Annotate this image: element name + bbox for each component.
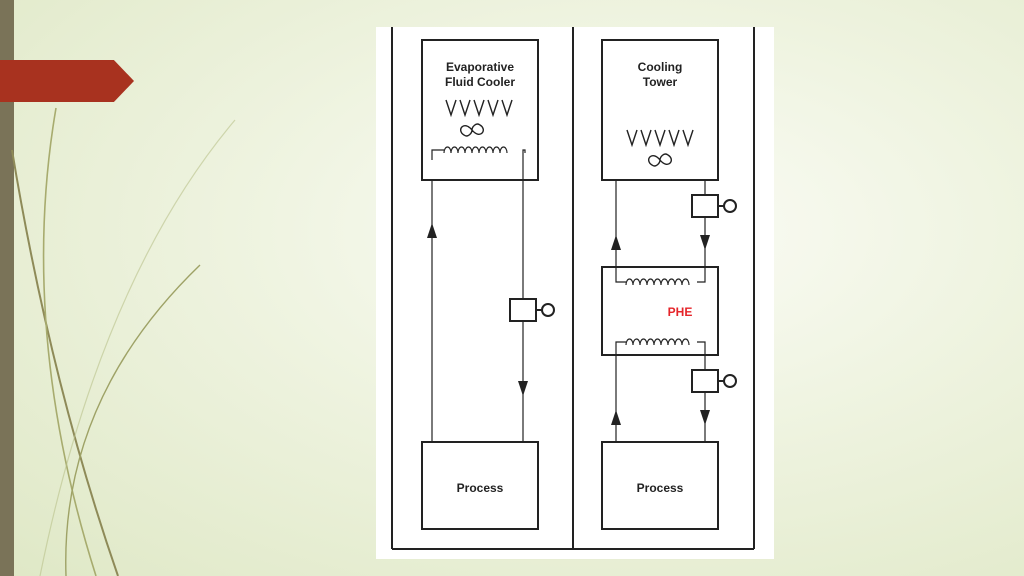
decorative-curves: [11, 107, 236, 576]
fan-icon: [460, 123, 484, 137]
phe-lower-coil-icon: [615, 338, 706, 355]
evaporative-cooler-box: [421, 39, 539, 181]
pump-icon: [691, 369, 719, 393]
pump-icon: [691, 194, 719, 218]
left-process-box: [421, 441, 539, 530]
flow-arrow-down-icon: [518, 381, 528, 396]
right-process-box: [601, 441, 719, 530]
spray-nozzles-icon: [445, 99, 513, 118]
flow-arrow-down-icon: [700, 235, 710, 250]
tower-label-line1: Cooling: [638, 60, 683, 74]
tower-label-line2: Tower: [643, 75, 678, 89]
cooling-tower-box: [601, 39, 719, 181]
left-process-label: Process: [457, 481, 504, 495]
flow-arrow-up-icon: [611, 235, 621, 250]
phe-label: PHE: [668, 305, 693, 319]
cooler-label-line2: Fluid Cooler: [445, 75, 515, 89]
right-process-label: Process: [637, 481, 684, 495]
fan-icon: [648, 153, 672, 167]
pump-icon: [509, 298, 537, 322]
cooler-label-line1: Evaporative: [446, 60, 514, 74]
title-arrow-tab: [0, 60, 134, 102]
left-accent-bar: [0, 0, 14, 576]
diagram-panel: Evaporative Fluid Cooler Process Cooling…: [376, 27, 774, 559]
flow-arrow-up-icon: [427, 223, 437, 238]
cooler-coil-icon: [431, 146, 526, 180]
cooling-system-diagram: Evaporative Fluid Cooler Process Cooling…: [391, 27, 755, 550]
plate-heat-exchanger-box: [601, 266, 719, 356]
flow-arrow-down-icon: [700, 410, 710, 425]
spray-nozzles-icon: [626, 129, 694, 148]
phe-upper-coil-icon: [615, 267, 706, 286]
flow-arrow-up-icon: [611, 410, 621, 425]
